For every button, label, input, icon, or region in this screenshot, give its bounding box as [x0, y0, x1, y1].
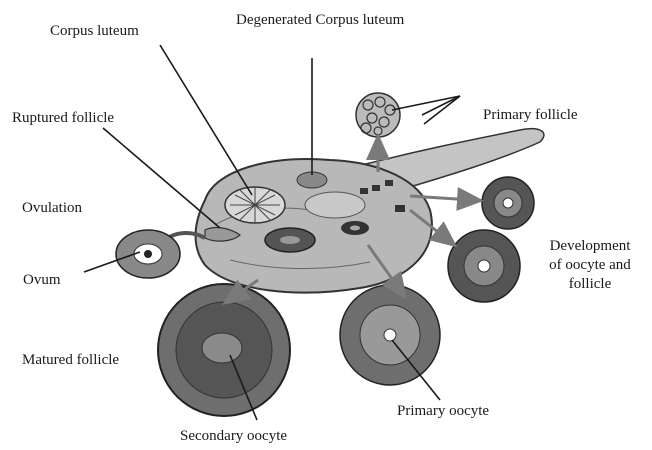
developing-follicle-2 — [448, 230, 520, 302]
primary-follicle-cluster — [356, 93, 400, 137]
secondary-oocyte-label: Secondary oocyte — [180, 428, 287, 445]
follicle-in-ovary-2 — [341, 221, 369, 235]
development-label-line3: follicle — [540, 276, 640, 293]
matured-follicle — [158, 284, 290, 416]
primary-follicle-label: Primary follicle — [483, 107, 578, 124]
developing-follicle-1 — [482, 177, 534, 229]
matured-follicle-label: Matured follicle — [22, 352, 119, 369]
ovum-released — [116, 230, 205, 278]
ovulation-label: Ovulation — [22, 200, 82, 217]
degenerated-corpus-luteum-label: Degenerated Corpus luteum — [236, 12, 404, 29]
corpus-luteum — [225, 187, 285, 223]
primary-oocyte-label: Primary oocyte — [397, 403, 489, 420]
development-label-line2: of oocyte and — [540, 257, 640, 274]
follicle-in-ovary-1 — [265, 228, 315, 252]
primary-oocyte-follicle — [340, 285, 440, 385]
ovum-label: Ovum — [23, 272, 61, 289]
corpus-luteum-label: Corpus luteum — [50, 23, 139, 40]
development-label-line1: Development — [540, 238, 640, 255]
ruptured-follicle-label: Ruptured follicle — [12, 110, 114, 127]
